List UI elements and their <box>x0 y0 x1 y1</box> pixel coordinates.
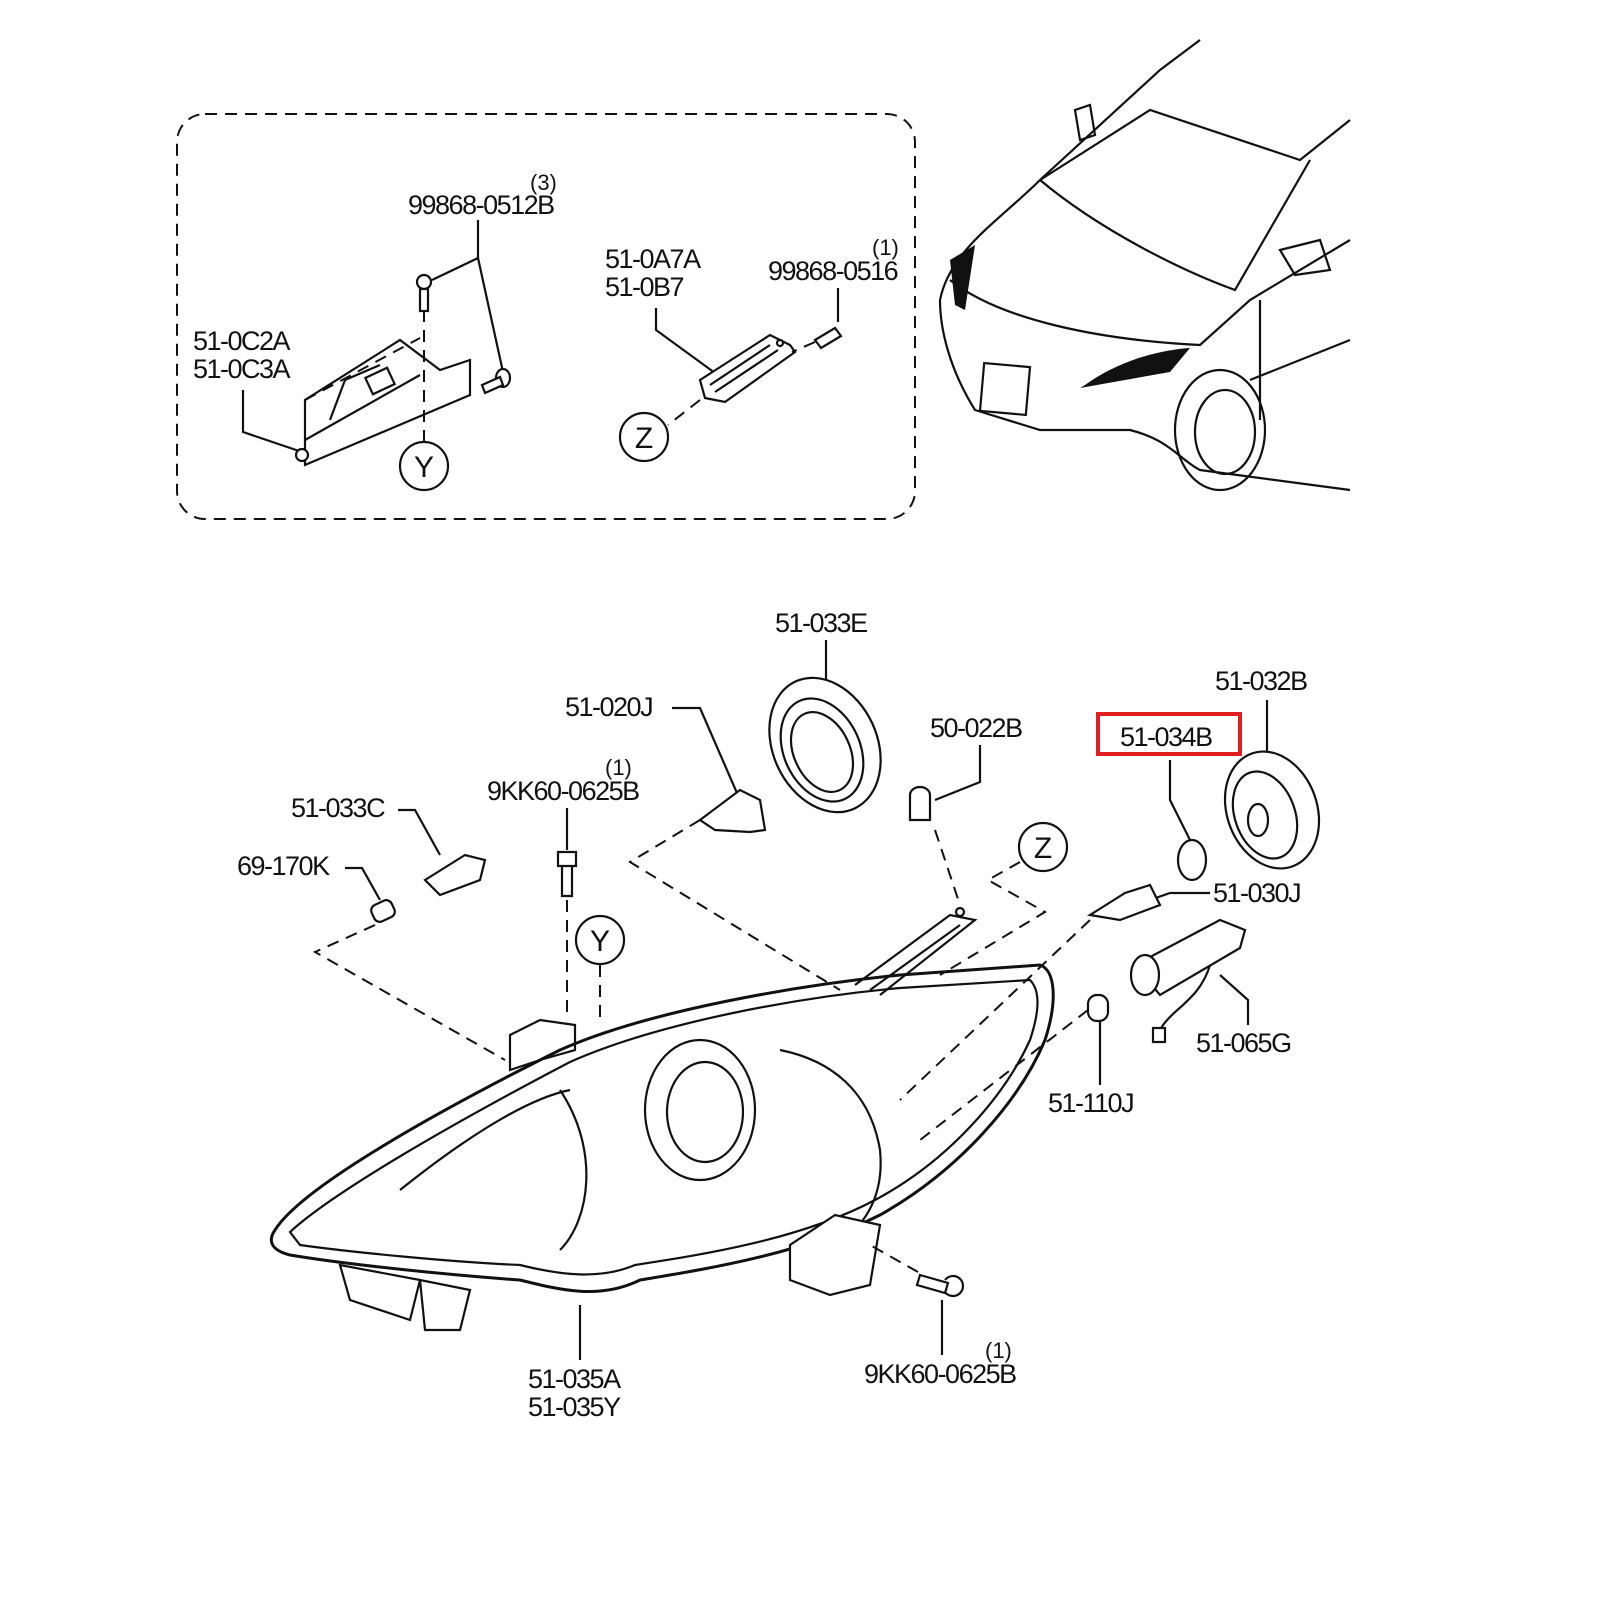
dashed-guide <box>312 924 506 1061</box>
main-assembly: 51-033E 51-020J 50-022B 51-034B 51-032B … <box>237 608 1321 1422</box>
leader-line <box>934 745 982 802</box>
screw-icon <box>415 273 512 395</box>
part-label-51-035A[interactable]: 51-035A <box>528 1364 623 1394</box>
part-label-51-020J[interactable]: 51-020J <box>565 692 654 722</box>
part-label-51-030J[interactable]: 51-030J <box>1213 878 1302 908</box>
car-illustration <box>938 39 1351 492</box>
leader-line <box>1149 891 1210 902</box>
retainer-icon <box>698 333 797 404</box>
dashed-guide <box>934 829 961 906</box>
dashed-guide <box>919 1009 1089 1141</box>
dashed-guide <box>869 1244 919 1273</box>
headlamp-housing <box>269 906 1055 1332</box>
part-label-51-033E[interactable]: 51-033E <box>775 608 869 638</box>
ref-label-y: Y <box>590 925 610 958</box>
part-label-51-035Y[interactable]: 51-035Y <box>528 1392 623 1422</box>
screw-icon <box>813 326 843 350</box>
part-label-99868-0512B[interactable]: 99868-0512B <box>408 190 556 220</box>
bulb-holder-icon <box>1176 838 1208 882</box>
bolt-icon <box>556 850 578 898</box>
dashed-guide <box>667 341 816 426</box>
leader-line <box>672 706 742 801</box>
part-label-51-110J[interactable]: 51-110J <box>1048 1088 1135 1118</box>
detail-box-border <box>176 113 916 520</box>
ref-label-z: Z <box>1034 832 1052 865</box>
leader-line <box>398 808 441 856</box>
part-label-51-0C3A[interactable]: 51-0C3A <box>193 354 292 384</box>
ref-circle-y <box>574 914 626 966</box>
bulb-icon <box>698 788 767 834</box>
cover-ring-icon <box>768 676 882 814</box>
bolt2-qty: (1) <box>985 1338 1012 1363</box>
leader-line <box>1168 760 1191 841</box>
socket-icon <box>423 853 487 897</box>
bulb-socket-icon <box>1129 918 1247 1044</box>
leader-line <box>654 308 716 374</box>
leader-line <box>345 866 381 901</box>
small-bulb-icon <box>370 899 396 923</box>
highlight-box <box>1096 712 1242 756</box>
screw-qty: (3) <box>530 170 557 195</box>
leader-line <box>241 390 303 454</box>
part-label-51-0C2A[interactable]: 51-0C2A <box>193 326 292 356</box>
part-label-51-0A7A[interactable]: 51-0A7A <box>605 244 703 274</box>
leader-line <box>431 220 505 373</box>
part-label-51-033C[interactable]: 51-033C <box>291 793 387 823</box>
part-label-51-034B[interactable]: 51-034B <box>1120 722 1214 752</box>
bulb-icon <box>1086 883 1162 922</box>
ref-circle-z <box>1017 821 1069 873</box>
dust-cap-icon <box>1223 750 1321 870</box>
part-label-51-065G[interactable]: 51-065G <box>1196 1028 1292 1058</box>
part-label-50-022B[interactable]: 50-022B <box>930 713 1024 743</box>
dashed-guide <box>304 310 425 442</box>
screw2-qty: (1) <box>872 235 899 260</box>
dashed-guide <box>628 819 841 991</box>
ref-circle-z <box>618 411 670 463</box>
bolt-qty: (1) <box>605 755 632 780</box>
part-label-99868-0516[interactable]: 99868-0516 <box>768 256 899 286</box>
dashed-guide <box>899 919 1091 1101</box>
ref-circle-y <box>398 440 450 492</box>
bolt-icon <box>915 1273 965 1298</box>
part-label-9KK60-0625B[interactable]: 9KK60-0625B <box>487 776 641 806</box>
part-label-51-0B7[interactable]: 51-0B7 <box>605 272 685 302</box>
adjuster-icon <box>908 785 932 822</box>
detail-box: (3) 99868-0512B 51-0C2A 51-0C3A Y 51-0A7… <box>176 113 916 520</box>
ref-label-y: Y <box>414 451 434 484</box>
part-label-51-032B[interactable]: 51-032B <box>1215 666 1309 696</box>
leader-line <box>1219 974 1250 1025</box>
part-label-9KK60-0625B-2[interactable]: 9KK60-0625B <box>864 1359 1018 1389</box>
dashed-guide <box>939 861 1047 976</box>
part-label-69-170K[interactable]: 69-170K <box>237 851 332 881</box>
wedge-bulb-icon <box>1086 993 1110 1023</box>
dashed-guide <box>566 900 601 1025</box>
ref-label-z: Z <box>635 422 653 455</box>
